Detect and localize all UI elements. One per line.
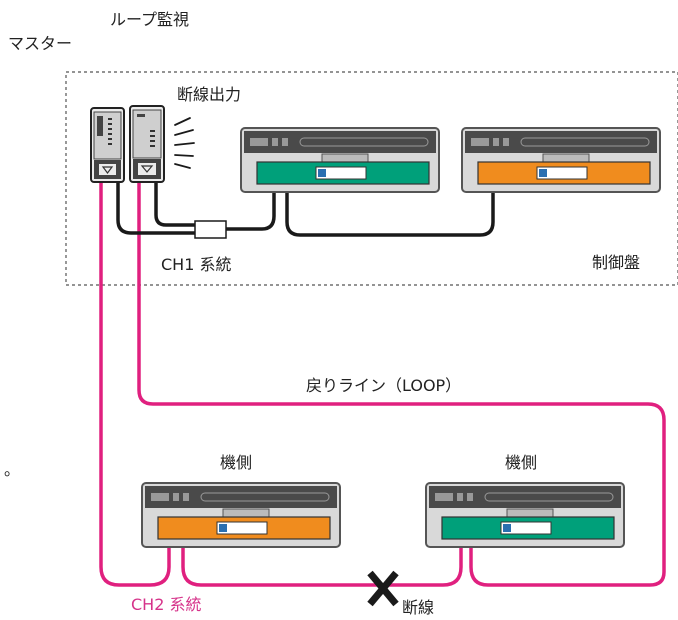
ch1-connector <box>194 220 227 239</box>
break-point-label: 断線 <box>402 598 435 617</box>
master-device <box>90 107 125 183</box>
bullet-mark: 。 <box>4 460 21 479</box>
return-line-loop <box>137 172 666 587</box>
return-line-label: 戻りライン（LOOP） <box>306 376 462 395</box>
ch1-cable-master <box>116 182 195 235</box>
break-cross-icon <box>367 570 399 607</box>
loop-monitor-device <box>129 105 165 183</box>
machine-link-line <box>181 547 463 587</box>
loop-monitor-label: ループ監視 <box>110 10 190 29</box>
break-output-signal-icon <box>174 117 195 169</box>
ch2-system-label: CH2 系統 <box>131 595 202 614</box>
ch1-cable-loop <box>154 182 195 227</box>
ch1-cable-to-unit1 <box>226 192 276 231</box>
control-unit-1 <box>240 127 440 193</box>
ch1-system-label: CH1 系統 <box>161 255 232 274</box>
control-unit-2 <box>461 127 661 193</box>
control-panel-boundary <box>65 71 678 286</box>
ch2-line <box>99 172 171 587</box>
machine-unit-2 <box>425 482 625 548</box>
machine-side-label-2: 機側 <box>505 453 538 472</box>
ch1-cable-unit1-unit2 <box>285 192 495 237</box>
break-output-label: 断線出力 <box>177 85 242 104</box>
master-label: マスター <box>8 34 73 53</box>
machine-unit-1 <box>141 482 341 548</box>
machine-side-label-1: 機側 <box>220 453 253 472</box>
control-panel-label: 制御盤 <box>592 253 641 272</box>
